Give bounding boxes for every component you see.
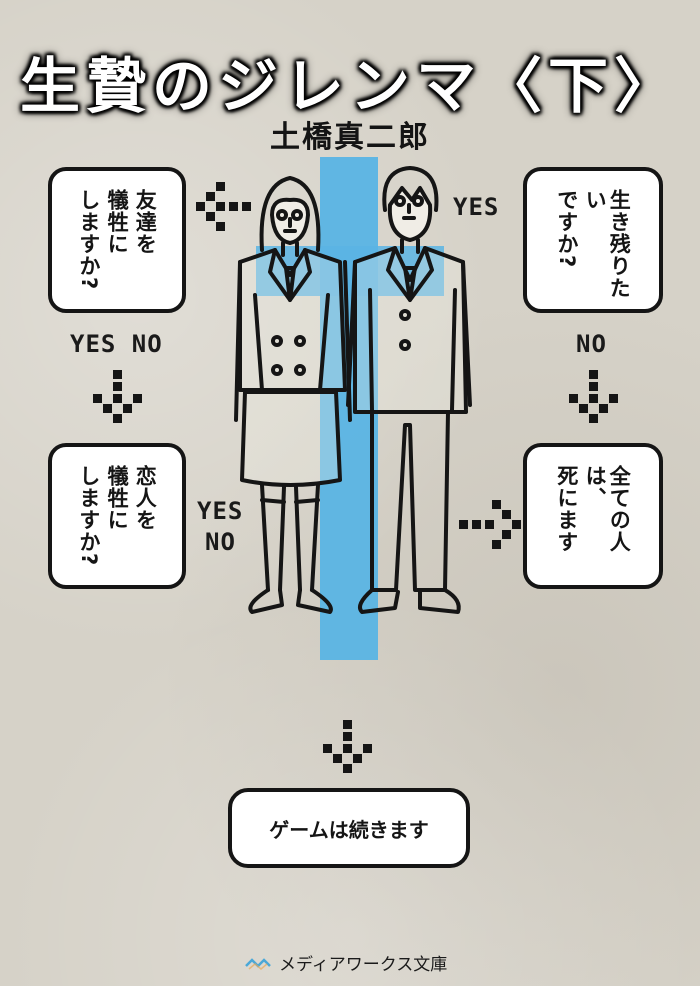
- result-box-game-continues: ゲームは続きます: [228, 788, 470, 868]
- book-title: 生贄のジレンマ〈下〉: [20, 52, 680, 122]
- no-label-center: NO: [205, 528, 236, 556]
- box-text-line: しますか?: [76, 465, 101, 567]
- box-text-line: 全ての人は、: [583, 465, 632, 553]
- box-text-line: 生き残りたい: [583, 189, 632, 299]
- yes-label-right: YES: [453, 193, 500, 221]
- box-text-line: ですか?: [554, 189, 579, 269]
- question-box-sacrifice-friend: 友達を 犠牲に しますか?: [48, 167, 186, 313]
- wave-logo-icon: [245, 957, 271, 970]
- box-text-line: 犠牲に: [105, 465, 130, 531]
- author-name: 土橋真二郎: [270, 120, 430, 155]
- result-box-everyone-dies: 全ての人は、 死にます: [523, 443, 663, 589]
- box-text-line: 犠牲に: [105, 189, 130, 255]
- yes-label-center: YES: [197, 497, 244, 525]
- box-text-line: 恋人を: [133, 465, 158, 531]
- box-text-line: 死にます: [554, 465, 579, 553]
- question-box-sacrifice-lover: 恋人を 犠牲に しますか?: [48, 443, 186, 589]
- publisher-imprint: メディアワークス文庫: [245, 950, 447, 975]
- question-box-want-to-survive: 生き残りたい ですか?: [523, 167, 663, 313]
- yes-no-label-left: YES NO: [70, 330, 163, 358]
- no-label-right: NO: [576, 330, 607, 358]
- box-text-line: しますか?: [76, 189, 101, 291]
- box-text-line: 友達を: [133, 189, 158, 255]
- publisher-name: メディアワークス文庫: [279, 955, 448, 975]
